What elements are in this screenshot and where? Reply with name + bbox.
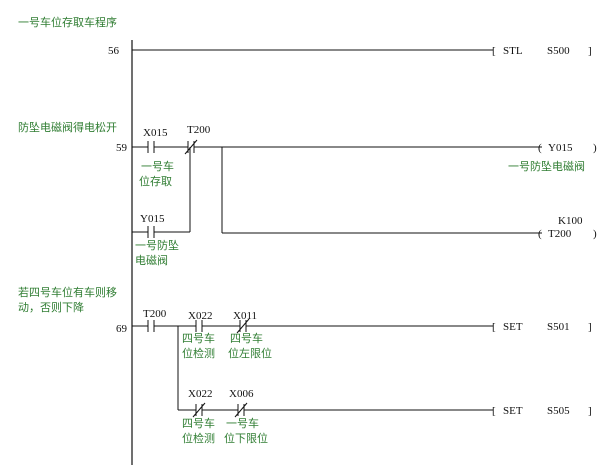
contact-x011-label: X011 (233, 310, 257, 322)
set-s501-bracket-open: [ (492, 321, 496, 333)
contact-x006-note-2: 位下限位 (224, 431, 268, 445)
contact-t200-no (147, 320, 155, 332)
contact-x006-note-1: 一号车 (226, 416, 259, 430)
rung-56-comment: 一号车位存取车程序 (18, 15, 117, 29)
rung-69-comment-2: 动，否则下降 (18, 300, 84, 314)
contact-x022-no-note-1: 四号车 (182, 331, 215, 345)
contact-x011-note-2: 位左限位 (228, 346, 272, 360)
coil-t200: ( ) (538, 228, 597, 240)
stl-bracket-close: ] (588, 45, 592, 57)
stl-bracket-open: [ (492, 45, 496, 57)
timer-setting: K100 (558, 215, 583, 227)
coil-y015: ( ) (538, 142, 597, 154)
coil-y015-note: 一号防坠电磁阀 (508, 159, 585, 173)
step-number-59: 59 (116, 142, 128, 154)
contact-t200-nc-label: T200 (187, 124, 211, 136)
contact-x006-label: X006 (229, 388, 254, 400)
step-number-56: 56 (108, 45, 120, 57)
contact-x022-no-label: X022 (188, 310, 212, 322)
set-s501-bracket-close: ] (588, 321, 592, 333)
contact-x015-label: X015 (143, 127, 168, 139)
contact-x022-nc-note-1: 四号车 (182, 416, 215, 430)
contact-x015-note-1: 一号车 (141, 159, 174, 173)
contact-x015-note-2: 位存取 (139, 174, 172, 188)
contact-y015-note-1: 一号防坠 (135, 238, 179, 252)
contact-x022-nc-note-2: 位检测 (182, 431, 215, 445)
rung-69-comment-1: 若四号车位有车则移 (18, 285, 117, 299)
contact-y015-label: Y015 (140, 213, 165, 225)
contact-x022-nc-label: X022 (188, 388, 212, 400)
set-s501-arg: S501 (547, 321, 570, 333)
step-number-69: 69 (116, 323, 128, 335)
contact-t200-no-label: T200 (143, 308, 167, 320)
set-s505-op: SET (503, 405, 523, 417)
stl-op: STL (503, 45, 523, 57)
contact-x011-note-1: 四号车 (230, 331, 263, 345)
stl-arg: S500 (547, 45, 570, 57)
svg-text:): ) (593, 142, 597, 154)
contact-x022-no-note-2: 位检测 (182, 346, 215, 360)
set-s505-arg: S505 (547, 405, 570, 417)
set-s501-op: SET (503, 321, 523, 333)
set-s505-bracket-close: ] (588, 405, 592, 417)
contact-y015-note-2: 电磁阀 (135, 253, 168, 267)
coil-t200-label: T200 (548, 228, 572, 240)
svg-text:(: ( (538, 228, 542, 240)
svg-text:): ) (593, 228, 597, 240)
contact-y015-no (147, 226, 155, 238)
rung-59-comment: 防坠电磁阀得电松开 (18, 120, 117, 134)
coil-y015-label: Y015 (548, 142, 573, 154)
contact-x015-no (147, 141, 155, 153)
set-s505-bracket-open: [ (492, 405, 496, 417)
svg-text:(: ( (538, 142, 542, 154)
